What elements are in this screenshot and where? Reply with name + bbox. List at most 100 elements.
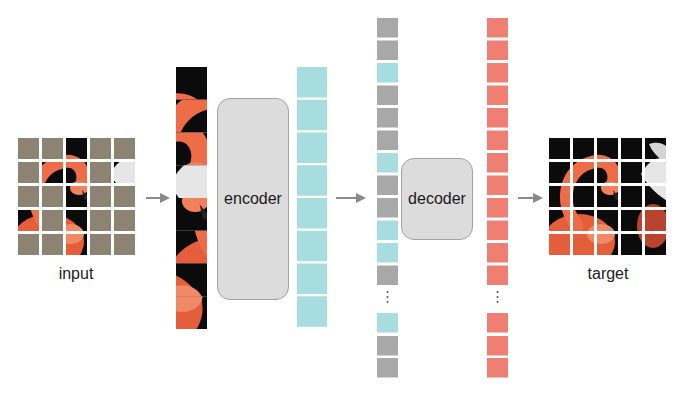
image-patch <box>12 138 138 270</box>
encoded-token <box>297 264 327 295</box>
decoded-token <box>487 41 508 61</box>
masked-patch <box>42 138 63 159</box>
image-patch <box>12 138 138 270</box>
mask-token <box>377 86 398 106</box>
masked-patch <box>90 186 111 207</box>
encoded-token <box>297 67 327 98</box>
encoded-token <box>377 221 398 241</box>
masked-patch <box>18 138 39 159</box>
masked-patch <box>114 210 135 231</box>
decoded-token <box>487 221 508 241</box>
image-patch <box>543 138 669 270</box>
decoded-token <box>487 266 508 286</box>
mask-token <box>377 198 398 218</box>
image-patch <box>543 138 669 270</box>
masked-patch <box>90 138 111 159</box>
image-patch <box>543 138 669 270</box>
encoded-token <box>377 63 398 83</box>
image-patch <box>543 138 669 270</box>
encoded-tokens <box>297 67 327 327</box>
ellipsis-dots <box>387 291 499 303</box>
decoded-token <box>487 131 508 151</box>
masked-patch <box>114 186 135 207</box>
image-patch <box>543 138 669 270</box>
image-patch <box>12 138 138 270</box>
encoder-box: encoder <box>217 98 289 300</box>
decoded-token <box>487 336 508 356</box>
image-patch <box>543 138 669 270</box>
masked-patch <box>18 234 39 255</box>
image-patch <box>543 138 669 270</box>
image-patch <box>12 138 138 270</box>
image-patch <box>543 138 669 270</box>
encoded-token <box>377 243 398 263</box>
visible-patches <box>25 62 353 357</box>
masked-patch <box>90 162 111 183</box>
image-patch <box>543 138 669 270</box>
encoded-token <box>297 198 327 229</box>
decoded-token <box>487 63 508 83</box>
decoded-token <box>487 198 508 218</box>
masked-patch <box>90 234 111 255</box>
mask-token <box>377 176 398 196</box>
image-patch <box>543 138 669 270</box>
mask-token <box>377 336 398 356</box>
image-patch <box>543 138 669 270</box>
masked-input-image <box>12 138 138 270</box>
encoded-token <box>297 296 327 327</box>
decoded-token <box>487 243 508 263</box>
encoded-token <box>297 133 327 164</box>
mask-token <box>377 358 398 378</box>
masked-patch <box>42 210 63 231</box>
image-patch <box>12 138 138 270</box>
image-patch <box>543 138 669 270</box>
encoded-token <box>297 100 327 131</box>
encoded-token <box>297 165 327 196</box>
mask-token <box>377 18 398 38</box>
image-patch <box>543 138 669 270</box>
image-patch <box>543 138 669 270</box>
decoded-token <box>487 153 508 173</box>
image-patch <box>543 138 669 270</box>
encoded-token <box>377 153 398 173</box>
masked-patch <box>42 234 63 255</box>
encoded-token <box>297 231 327 262</box>
mask-token <box>377 41 398 61</box>
decoded-token <box>487 176 508 196</box>
decoded-token <box>487 358 508 378</box>
mask-token <box>377 131 398 151</box>
image-patch <box>543 138 669 270</box>
image-patch <box>543 138 669 270</box>
decoded-token <box>487 108 508 128</box>
decoded-tokens <box>487 18 508 378</box>
image-patch <box>543 138 669 270</box>
box-label: encoder <box>224 190 282 208</box>
image-patch <box>12 138 138 270</box>
decoded-token <box>487 86 508 106</box>
encoded-token <box>377 313 398 333</box>
image-caption: target <box>588 265 629 283</box>
masked-patch <box>42 186 63 207</box>
masked-patch <box>114 138 135 159</box>
decoded-token <box>487 313 508 333</box>
box-label: decoder <box>408 190 466 208</box>
decoded-token <box>487 18 508 38</box>
image-patch <box>543 138 669 270</box>
masked-patch <box>114 234 135 255</box>
masked-patch <box>18 186 39 207</box>
image-patch <box>543 138 669 270</box>
image-patch <box>543 138 669 270</box>
image-patch <box>543 138 669 270</box>
image-caption: input <box>59 265 94 283</box>
mask-token <box>377 108 398 128</box>
mask-token <box>377 266 398 286</box>
image-patch <box>12 138 138 270</box>
image-patch <box>543 138 669 270</box>
image-patch <box>12 138 138 270</box>
token-sequence <box>377 18 398 378</box>
image-patch <box>543 138 669 270</box>
decoder-box: decoder <box>401 158 473 240</box>
masked-patch <box>90 210 111 231</box>
image-patch <box>543 138 669 270</box>
